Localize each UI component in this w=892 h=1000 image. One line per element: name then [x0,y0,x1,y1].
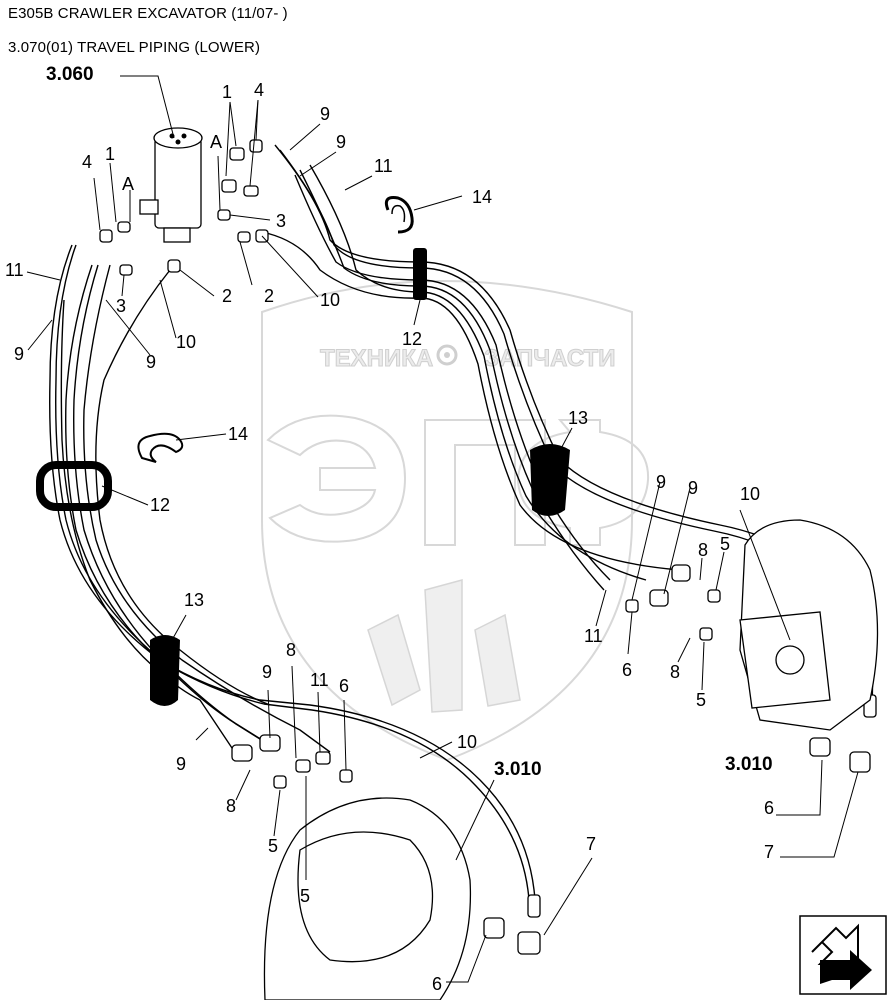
clamp-13-right [530,444,570,516]
hose-clamp-14-top [384,196,414,234]
callout-label: 8 [286,640,296,660]
callout-label: 5 [268,836,278,856]
callout-label: 10 [740,484,760,504]
fittings [99,139,877,955]
travel-motor-right [739,519,879,731]
callout-label: 3 [276,211,286,231]
callout-label: 6 [622,660,632,680]
callout-motor-ref: 3.010 [725,754,773,775]
callout-label: 6 [764,798,774,818]
callout-label: 2 [264,286,274,306]
callout-label: A [122,174,134,194]
callout-label: 5 [696,690,706,710]
callout-label: 4 [254,80,264,100]
callout-label: A [210,132,222,152]
callout-label: 11 [374,156,393,176]
watermark-right-text: ЗАПЧАСТИ [484,345,616,372]
gear-icon [436,344,458,366]
callout-label: 1 [222,82,232,102]
swivel-joint [139,127,203,243]
clamp-13-left [150,635,180,706]
callout-label: 10 [320,290,340,310]
callout-label: 9 [688,478,698,498]
callout-label: 10 [176,332,196,352]
callout-label: 5 [300,886,310,906]
watermark: ТЕХНИКА ЗАПЧАСТИ [261,280,650,762]
callout-label: 11 [310,670,329,690]
callout-label: 11 [5,260,24,280]
callout-swivel-ref: 3.060 [46,64,94,85]
callout-label: 9 [176,754,186,774]
hose-clamp-14-mid [137,432,184,463]
callout-label: 8 [698,540,708,560]
callout-label: 9 [146,352,156,372]
callout-label: 12 [150,495,170,515]
leader-lines [26,75,859,983]
callout-label: 2 [222,286,232,306]
callout-label: 5 [720,534,730,554]
clamp-12-top [413,248,427,300]
callout-label: 14 [228,424,248,444]
arrow-icon [811,923,872,990]
page-subtitle: 3.070(01) TRAVEL PIPING (LOWER) [8,39,261,56]
callout-label: 8 [670,662,680,682]
callout-label: 3 [116,296,126,316]
callout-label: 6 [339,676,349,696]
next-page-button[interactable] [799,915,887,995]
callout-label: 9 [262,662,272,682]
callout-label: 10 [457,732,477,752]
callout-label: 14 [472,187,492,207]
callout-label: 9 [336,132,346,152]
callout-label: 9 [656,472,666,492]
callout-label: 7 [586,834,596,854]
callout-label: 7 [764,842,774,862]
page-title: E305B CRAWLER EXCAVATOR (11/07- ) [8,5,288,22]
watermark-left-text: ТЕХНИКА [320,345,433,372]
callout-label: 6 [432,974,442,994]
callout-label: 8 [226,796,236,816]
callout-label: 11 [584,626,603,646]
callout-label: 9 [14,344,24,364]
hose-bundle-left [49,244,536,901]
callout-label: 1 [105,144,115,164]
travel-motor-bottom [263,797,472,1000]
callout-labels: 3.060 1 4 A 9 9 11 14 4 1 A 3 11 3 2 2 1… [5,64,774,994]
callout-label: 13 [568,408,588,428]
clamp-12-left [36,461,112,511]
callout-label: 4 [82,152,92,172]
callout-label: 12 [402,329,422,349]
callout-label: 9 [320,104,330,124]
callout-motor-ref: 3.010 [494,759,542,780]
callout-label: 13 [184,590,204,610]
